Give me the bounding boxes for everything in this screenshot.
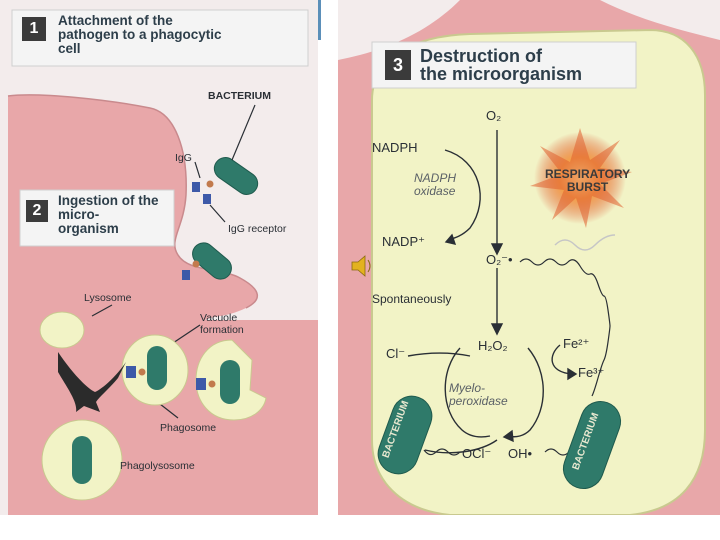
igg-label: IgG [175,152,192,164]
fusion-arrow [58,352,126,412]
bacterium-left-panel3 [377,395,433,475]
nadph-oxidase-label: NADPH oxidase [414,171,457,198]
phagosome-label: Phagosome [160,422,217,434]
fe2-label: Fe²⁺ [563,336,590,351]
o2-label: O₂ [486,108,502,123]
vacuole-label: Vacuole formation [200,312,244,336]
panel1-title-box [11,9,309,67]
hypochlorite-label: OCl⁻ [462,446,492,461]
panel1-number: 1 [22,17,46,41]
bacterium-engulfing [182,242,232,280]
nadph-label: NADPH [372,140,418,155]
phagolysosome [41,419,123,501]
lysosome [39,311,85,349]
spontaneously-label: Spontaneously [372,292,452,306]
chloride-label: Cl⁻ [386,346,406,361]
bacterium-right-panel3 [562,401,622,489]
igg-receptor-mark [192,180,214,204]
bacterium-attached [213,157,259,195]
hydroxyl-label: OH• [508,446,533,461]
panel3-title-box [371,41,637,89]
panel1-title: Attachment of the pathogen to a phagocyt… [58,13,222,56]
respiratory-burst-label: RESPIRATORY BURST [545,167,631,194]
panel2-number: 2 [26,200,48,222]
respiratory-burst [530,128,632,228]
superoxide-label: O₂⁻• [486,252,513,267]
panel2-title: Ingestion of the micro- organism [58,193,159,236]
fe3-label: Fe³⁺ [578,365,605,380]
h2o2-label: H₂O₂ [478,338,508,353]
myeloperoxidase-label: Myelo- peroxidase [449,381,508,408]
phagolysosome-label: Phagolysosome [120,460,195,472]
vacuole-forming [195,339,267,421]
bacterium-label: BACTERIUM [208,90,271,102]
lysosome-label: Lysosome [84,292,132,304]
igg-receptor-label: IgG receptor [228,223,287,235]
nadp-label: NADP⁺ [382,234,425,249]
speaker-icon[interactable] [351,255,371,277]
phagosome [121,334,189,406]
panel3-number: 3 [385,50,411,80]
panel3-title: Destruction of the microorganism [420,46,583,84]
